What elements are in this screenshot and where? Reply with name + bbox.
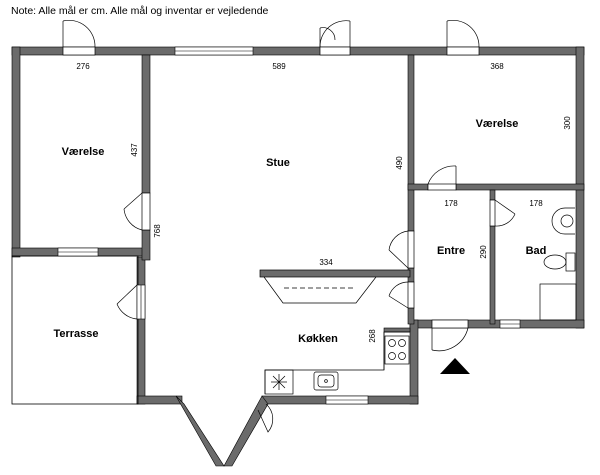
dimension-490: 490 — [395, 156, 404, 170]
doors — [62, 20, 516, 433]
dimension-268: 268 — [368, 329, 377, 343]
dimension-300: 300 — [563, 116, 572, 130]
dimension-768: 768 — [153, 224, 162, 238]
dimension-437: 437 — [130, 143, 139, 157]
walls — [11, 46, 585, 405]
dimension-368: 368 — [490, 62, 504, 71]
room-label-entre: Entre — [437, 245, 465, 257]
windows — [57, 46, 521, 405]
dimension-178-entre: 178 — [444, 199, 458, 208]
entrance-marker-icon — [440, 358, 470, 374]
room-label-bad: Bad — [526, 245, 547, 257]
room-label-terrasse: Terrasse — [53, 328, 98, 340]
room-label-vaerelse-left: Værelse — [62, 146, 105, 158]
dimension-589: 589 — [272, 62, 286, 71]
kitchen-counter — [264, 331, 410, 395]
stove-icon — [384, 335, 410, 365]
room-label-stue: Stue — [266, 157, 290, 169]
dimension-178-bad: 178 — [529, 199, 543, 208]
washbasin-icon — [551, 207, 575, 235]
bay-walls — [175, 395, 269, 467]
shower-tray — [539, 283, 577, 321]
toilet-icon — [543, 252, 576, 272]
sink-icon — [313, 371, 339, 391]
room-label-kokken: Køkken — [298, 333, 338, 345]
room-label-vaerelse-right: Værelse — [476, 118, 519, 130]
dimension-290: 290 — [479, 245, 488, 259]
dimension-334: 334 — [319, 258, 333, 267]
dimension-276: 276 — [76, 62, 90, 71]
kitchen-island — [259, 269, 411, 304]
plan-note: Note: Alle mål er cm. Alle mål og invent… — [11, 5, 269, 17]
